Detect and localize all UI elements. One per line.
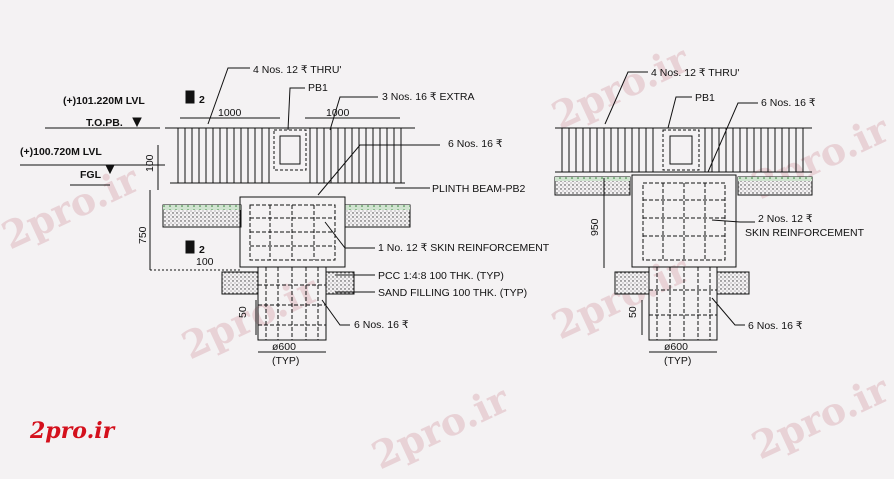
dim-950: 950 [589,218,601,236]
callout-skin-reinforcement: SKIN REINFORCEMENT [745,227,865,239]
leader-line [321,299,350,326]
leader-line [287,87,305,131]
left-section-detail [20,67,440,353]
site-logo[interactable]: 2pro.ir [30,418,115,444]
callout-skin-reinforcement: 1 No. 12 ₹ SKIN REINFORCEMENT [378,242,550,254]
callout-plinth-beam: PLINTH BEAM-PB2 [432,183,526,195]
dim-1000-left: 1000 [218,107,242,119]
callout-6nos-bottom: 6 Nos. 16 ₹ [354,319,409,331]
callout-6nos-bottom: 6 Nos. 16 ₹ [748,320,803,332]
watermark-text: 2pro.ir [365,376,517,479]
level-triangle-icon [105,164,115,175]
callout-pb1: PB1 [695,92,715,104]
dim-diameter: ø600 [272,341,296,353]
level-triangle-icon [132,117,142,128]
callout-sand-filling: SAND FILLING 100 THK. (TYP) [378,287,527,299]
pcc-hatch [325,271,355,295]
leader-line [329,96,378,131]
watermark-text: 2pro.ir [0,156,146,259]
leader-line [324,221,375,249]
pb1-section-box [273,129,307,171]
dim-100-top: 100 [144,154,156,172]
watermark-text: 2pro.ir [745,366,894,469]
level-top-label: (+)101.220M LVL [63,95,145,107]
dim-typ: (TYP) [272,355,299,367]
pcc-hatch [221,271,259,295]
section-mark-number: 2 [199,244,205,256]
dim-diameter: ø600 [664,341,688,353]
left-labels: (+)101.220M LVL T.O.PB. (+)100.720M LVL … [20,64,550,367]
leader-line [711,219,755,223]
dim-typ: (TYP) [664,355,691,367]
dim-50: 50 [627,306,639,318]
level-fgl-label: (+)100.720M LVL [20,146,102,158]
callout-6nos-top: 6 Nos. 16 ₹ [448,138,503,150]
leader-line [667,96,692,129]
callout-top-bars: 4 Nos. 12 ₹ THRU' [253,64,341,76]
dim-1000-right: 1000 [326,107,350,119]
section-mark-icon [185,90,195,104]
beam-stirrups [561,128,804,172]
pb1-section-box [662,129,700,171]
dim-750: 750 [137,226,149,244]
leader-line [317,144,440,196]
callout-pcc: PCC 1:4:8 100 THK. (TYP) [378,270,504,282]
leader-line [207,67,250,125]
callout-skin-bars: 2 Nos. 12 ₹ [758,213,813,225]
callout-top-bars: 4 Nos. 12 ₹ THRU' [651,67,739,79]
pcc-hatch [614,271,650,295]
pcc-hatch [716,271,750,295]
callout-pb1: PB1 [308,82,328,94]
beam-stirrups [177,128,402,183]
section-mark-number: 2 [199,94,205,106]
leader-line [711,297,745,326]
top-of-plinth-label: T.O.PB. [86,117,123,129]
right-labels: 4 Nos. 12 ₹ THRU' PB1 6 Nos. 16 ₹ 950 2 … [589,67,865,367]
section-mark-icon [185,240,195,254]
callout-6nos-top: 6 Nos. 16 ₹ [761,97,816,109]
dim-50: 50 [237,306,249,318]
right-section-detail [554,71,813,353]
dim-100-offset: 100 [196,256,214,268]
watermark-text: 2pro.ir [545,246,697,349]
leader-line [604,71,648,125]
fgl-label: FGL [80,169,102,181]
callout-extra-bars: 3 Nos. 16 ₹ EXTRA [382,91,474,103]
leader-line [707,102,758,173]
watermark-text: 2pro.ir [545,36,697,139]
